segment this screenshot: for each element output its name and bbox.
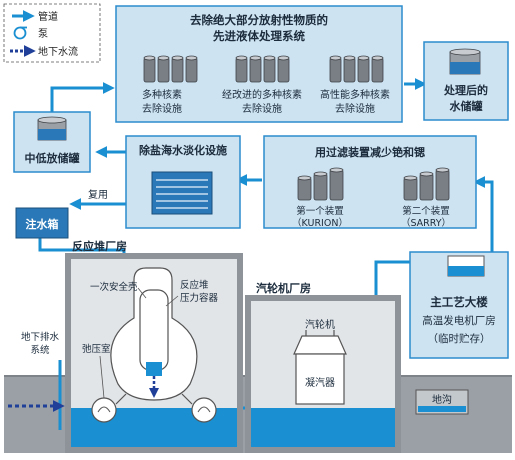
suppression-chamber-label: 弛压室 — [82, 343, 111, 355]
turbine-building: 汽轮机厂房 汽轮机 凝汽器 — [245, 281, 401, 453]
alps-unit-1-label-line2: 去除设施 — [142, 102, 182, 115]
containment-label: 一次安全壳 — [90, 281, 138, 293]
kurion-label-line1: 第一个装置 — [296, 205, 344, 217]
kurion-label-line2: （KURION） — [292, 217, 348, 229]
alps-unit-1-label-line1: 多种核素 — [142, 88, 182, 101]
desalination-module-icon — [151, 171, 213, 215]
suppression-chamber-icon — [91, 393, 217, 423]
legend-groundwater-label: 地下水流 — [38, 45, 78, 58]
alps-unit-3-cylinders-icon — [329, 55, 384, 83]
alps-unit-2-cylinders-icon — [235, 55, 290, 83]
desalination-label: 除盐海水淡化设施 — [139, 143, 227, 157]
injection-tank: 注水箱 — [15, 207, 69, 239]
injection-tank-label: 注水箱 — [26, 217, 59, 231]
groundwater-drainage: 地下排水 系统 — [8, 331, 65, 412]
drainage-label-line1: 地下排水 — [21, 331, 60, 343]
legend-pipe-label: 管道 — [38, 10, 58, 23]
storage-tank-icon — [449, 48, 481, 75]
temporary-storage-tank-icon — [447, 255, 485, 277]
pump-icon — [13, 26, 27, 40]
legend: 管道 泵 地下水流 — [3, 3, 101, 63]
main-building-label-line3: （临时贮存） — [428, 332, 491, 345]
alps-unit-3-label-line2: 去除设施 — [335, 102, 375, 115]
drainage-label-line2: 系统 — [30, 344, 50, 356]
main-building-label-line2: 高温发电机厂房 — [422, 314, 496, 327]
trench: 地沟 — [415, 389, 469, 415]
condenser-label: 凝汽器 — [305, 376, 335, 389]
pressure-vessel-label-line2: 压力容器 — [180, 292, 219, 304]
turbine-condenser-icon — [293, 330, 347, 405]
low-level-tank-box: 中低放储罐 — [13, 111, 91, 173]
desalination-box: 除盐海水淡化设施 — [125, 135, 241, 229]
alps-title-line2: 先进液体处理系统 — [213, 29, 305, 43]
alps-system-box: 去除绝大部分放射性物质的 先进液体处理系统 多种核素 去除设施 经改进的多种核素… — [115, 5, 403, 123]
treated-water-tank-box: 处理后的 水储罐 — [423, 41, 509, 121]
turbine-basement-water — [251, 408, 395, 447]
turbine-label: 汽轮机 — [305, 318, 335, 331]
storage-tank-icon — [37, 116, 67, 141]
filtration-box: 用过滤装置减少铯和锶 第一个装置 （KURION） 第二个装置 （SARRY） — [263, 135, 477, 229]
reactor-building: 反应堆厂房 一次安全壳 反应堆 压力容器 弛压室 — [65, 239, 243, 453]
alps-unit-3-label-line1: 高性能多种核素 — [320, 88, 390, 101]
main-building-label-line1: 主工艺大楼 — [430, 295, 488, 309]
reuse-label: 复用 — [88, 188, 108, 201]
pressure-vessel-label-line1: 反应堆 — [180, 279, 209, 291]
reactor-building-title: 反应堆厂房 — [72, 239, 127, 253]
alps-unit-2-label-line2: 去除设施 — [242, 102, 282, 115]
kurion-cylinders-icon — [297, 167, 344, 201]
sarry-label-line1: 第二个装置 — [402, 205, 450, 217]
alps-title-line1: 去除绝大部分放射性物质的 — [190, 13, 328, 27]
filtration-title: 用过滤装置减少铯和锶 — [315, 145, 425, 159]
sarry-cylinders-icon — [403, 167, 450, 201]
treated-tank-label-line2: 水储罐 — [450, 99, 483, 113]
treated-tank-label-line1: 处理后的 — [443, 83, 488, 97]
sarry-label-line2: （SARRY） — [401, 217, 451, 229]
low-level-tank-label: 中低放储罐 — [25, 151, 80, 165]
main-process-building-box: 主工艺大楼 高温发电机厂房 （临时贮存） — [409, 251, 509, 359]
trench-label: 地沟 — [432, 393, 452, 406]
turbine-building-title: 汽轮机厂房 — [256, 281, 311, 295]
containment-vessel-icon — [110, 267, 198, 401]
alps-unit-2-label-line1: 经改进的多种核素 — [222, 88, 302, 101]
legend-pump-label: 泵 — [38, 28, 48, 40]
alps-unit-1-cylinders-icon — [143, 55, 198, 83]
